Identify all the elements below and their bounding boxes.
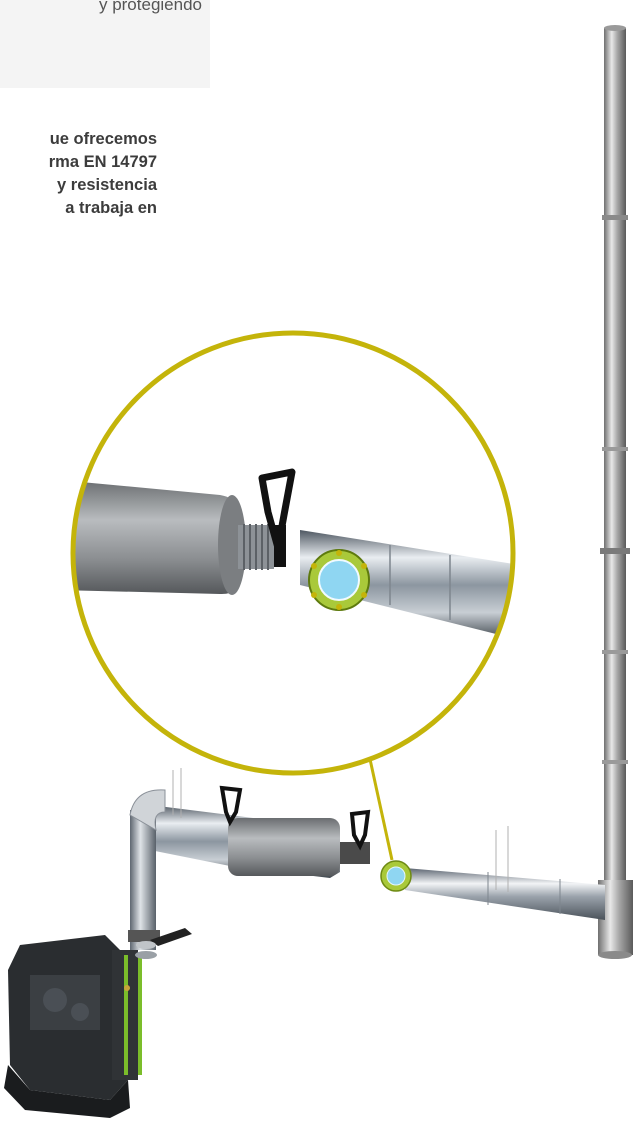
intro-text-fragment: y protegiendo: [98, 0, 202, 14]
description-paragraph: ue ofrecemos rma EN 14797 y resistencia …: [0, 128, 157, 220]
chimney-stack: [598, 25, 633, 959]
silencer: [150, 785, 371, 878]
inspection-flange: [380, 860, 412, 892]
description-line-4: a trabaja en: [65, 199, 157, 217]
generator-riser-pipe: [128, 768, 192, 950]
description-line-3: y resistencia: [57, 176, 157, 194]
generator-set: [4, 935, 157, 1118]
description-line-2: rma EN 14797: [48, 153, 157, 171]
zoom-callout-line: [366, 749, 394, 861]
horizontal-exhaust-pipe: [405, 826, 605, 920]
intro-text-box: y protegiendo: [0, 0, 210, 88]
description-line-1: ue ofrecemos: [49, 130, 157, 148]
zoom-detail-circle: [70, 330, 516, 776]
